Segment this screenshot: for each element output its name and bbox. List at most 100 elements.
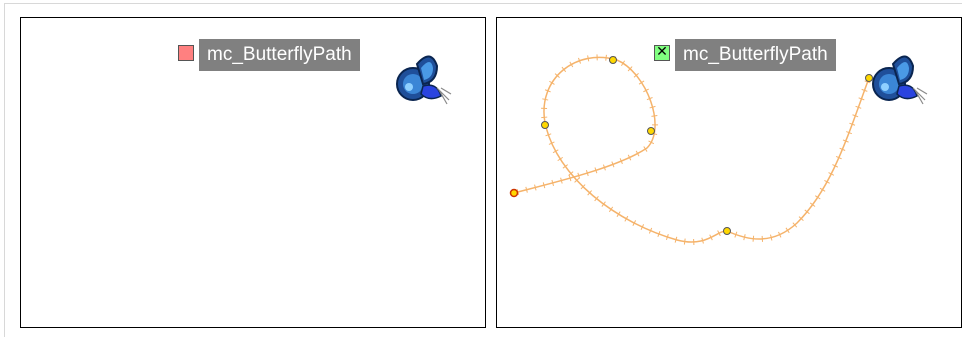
path-tick <box>585 170 589 177</box>
butterfly-icon[interactable] <box>863 42 935 114</box>
path-tick <box>769 234 773 241</box>
path-tick <box>855 105 862 109</box>
path-tick <box>544 89 551 93</box>
path-tick <box>638 80 645 85</box>
path-tick <box>649 105 656 109</box>
path-tick <box>554 73 560 78</box>
path-tick <box>627 154 632 161</box>
path-tick <box>648 227 653 234</box>
path-tick <box>624 215 629 222</box>
path-tick <box>577 172 581 179</box>
path-tick <box>557 156 564 162</box>
path-tick <box>665 234 669 241</box>
path-tick <box>578 57 581 64</box>
path-tick <box>709 234 713 241</box>
path-tick <box>717 230 721 237</box>
path-tick <box>824 180 830 184</box>
path-tick <box>683 238 686 245</box>
path-tick <box>587 55 590 62</box>
path-tick <box>858 97 865 101</box>
path-tick <box>549 80 555 85</box>
start-anchor-point[interactable] <box>509 188 519 198</box>
path-tick <box>619 158 623 165</box>
path-tick <box>542 182 546 189</box>
path-tick <box>574 177 580 183</box>
path-tick <box>846 131 853 135</box>
layer-color-swatch[interactable] <box>178 45 194 61</box>
anchor-point[interactable] <box>541 121 549 129</box>
anchor-point[interactable] <box>609 56 617 64</box>
path-tick <box>548 141 555 145</box>
path-tick <box>752 235 755 242</box>
path-tick <box>569 61 574 68</box>
anchor-point[interactable] <box>723 227 731 235</box>
path-tick <box>798 216 804 222</box>
path-tick <box>643 88 649 93</box>
end-anchor-point[interactable] <box>865 74 873 82</box>
path-tick <box>616 211 621 218</box>
path-tick <box>852 114 859 118</box>
path-tick <box>561 66 567 73</box>
path-tick <box>602 164 606 171</box>
path-tick <box>568 171 574 176</box>
path-tick <box>611 161 615 168</box>
path-tick <box>804 209 810 215</box>
path-tick <box>542 98 549 101</box>
path-tick <box>809 202 816 207</box>
path-tick <box>580 184 586 190</box>
path-tick <box>864 80 871 84</box>
path-ticks <box>516 54 871 246</box>
motion-path[interactable] <box>497 18 962 328</box>
path-tick <box>560 177 563 184</box>
path-tick <box>792 222 798 228</box>
path-tick <box>605 54 607 61</box>
path-tick <box>842 139 849 143</box>
path-tick <box>832 164 839 168</box>
path-tick <box>594 167 598 174</box>
layer-color-swatch-checked[interactable]: ✕ <box>654 45 670 61</box>
path-tick <box>648 140 655 145</box>
path-tick <box>861 88 868 92</box>
path-tick <box>568 175 572 182</box>
path-tick <box>839 147 846 151</box>
path-tick <box>594 196 599 202</box>
path-tick <box>601 201 606 207</box>
path-tick <box>651 115 658 117</box>
path-tick <box>627 66 633 72</box>
path-tick <box>701 237 704 244</box>
path-tick <box>828 172 835 176</box>
movieclip-label[interactable]: mc_ButterflyPath <box>675 39 836 71</box>
path-tick <box>785 227 790 234</box>
stage-left[interactable]: mc_ButterflyPath <box>20 17 486 328</box>
path-tick <box>545 133 552 137</box>
path-tick <box>643 146 648 152</box>
path-tick <box>633 73 639 78</box>
stage-right[interactable]: ✕ mc_ButterflyPath <box>496 17 962 328</box>
path-tick <box>551 179 554 186</box>
path-tick <box>632 220 637 226</box>
path-tick <box>814 195 821 200</box>
canvas-frame <box>4 3 962 337</box>
path-tick <box>541 116 548 119</box>
path-tick <box>635 150 640 157</box>
path-tick <box>778 231 782 238</box>
path-tick <box>534 184 537 191</box>
path-tick <box>646 97 653 101</box>
path-tick <box>640 224 645 230</box>
path-tick <box>819 187 826 192</box>
path-tick <box>620 60 626 67</box>
path-tick <box>562 164 569 169</box>
path-tick <box>743 234 746 241</box>
path-tick <box>552 149 559 154</box>
path-tick <box>835 155 842 160</box>
path-tick <box>525 186 528 193</box>
path-tick <box>849 122 856 126</box>
anchor-point[interactable] <box>647 127 655 135</box>
path-tick <box>734 231 738 238</box>
butterfly-icon[interactable] <box>387 42 459 114</box>
path-tick <box>608 206 614 213</box>
path-tick <box>587 190 593 196</box>
path-tick <box>674 236 678 243</box>
path-tick <box>657 231 661 238</box>
movieclip-label[interactable]: mc_ButterflyPath <box>199 39 360 71</box>
